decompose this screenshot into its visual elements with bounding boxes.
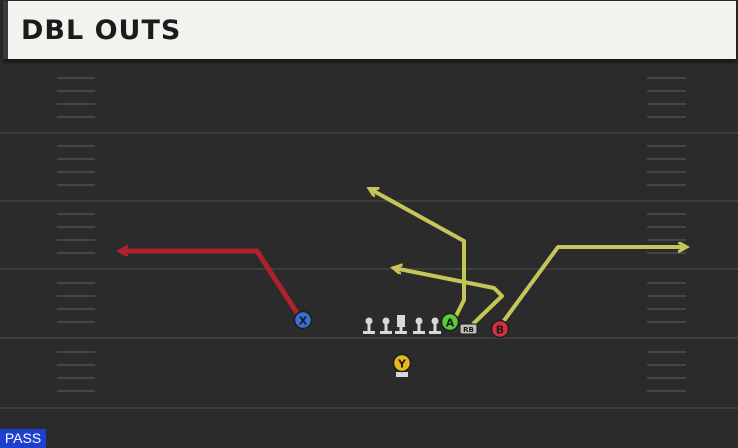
player-x[interactable]: X — [293, 310, 313, 330]
player-y-label: Y — [397, 358, 407, 371]
play-type-badge: PASS — [0, 429, 46, 448]
play-title: DBL OUTS — [21, 15, 182, 46]
lineman-lt — [363, 317, 375, 334]
player-y-stand — [396, 372, 408, 377]
route-a — [370, 189, 466, 319]
hash-marks-left — [57, 77, 95, 392]
player-b-label: B — [496, 324, 504, 337]
player-b[interactable]: B — [490, 319, 510, 339]
play-title-bar: DBL OUTS — [3, 1, 736, 59]
lineman-center — [395, 315, 407, 334]
player-x-label: X — [299, 315, 308, 328]
player-a-label: A — [446, 317, 455, 330]
route-x — [120, 251, 300, 315]
lineman-rg — [413, 317, 425, 334]
player-rb[interactable]: RB — [459, 323, 478, 335]
player-rb-label: RB — [463, 326, 474, 334]
offensive-line — [363, 315, 441, 334]
yard-lines — [0, 132, 738, 409]
player-y[interactable]: Y — [392, 353, 412, 373]
lineman-lg — [380, 317, 392, 334]
player-a[interactable]: A — [440, 312, 460, 332]
hash-marks-right — [647, 77, 686, 392]
lineman-rt — [429, 317, 441, 334]
route-b — [501, 247, 686, 324]
route-rb — [394, 268, 504, 326]
